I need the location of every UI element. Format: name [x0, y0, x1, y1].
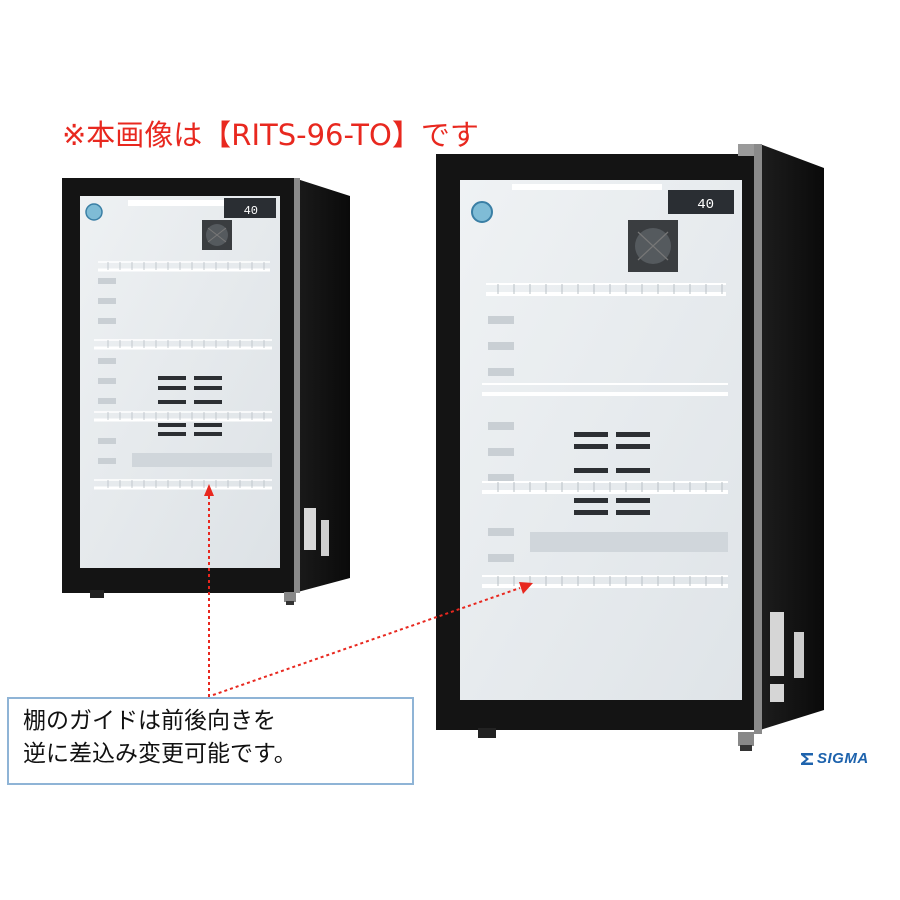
callout-line-2: 逆に差込み変更可能です。: [23, 741, 297, 767]
callout-line-1: 棚のガイドは前後向きを: [23, 708, 276, 734]
brand-name: SIGMA: [817, 750, 869, 767]
callout-box: 棚のガイドは前後向きを 逆に差込み変更可能です。: [7, 697, 414, 785]
temperature-display: 40: [697, 197, 714, 213]
sigma-logo: SIGMA: [800, 750, 869, 767]
shelf-group: [94, 261, 272, 490]
fridge-large-image: 40: [436, 144, 824, 751]
svg-text:40: 40: [697, 197, 714, 213]
svg-text:40: 40: [244, 204, 258, 218]
temperature-display: 40: [244, 204, 258, 218]
sigma-mark-icon: [801, 752, 813, 765]
caption-red: ※本画像は【RITS-96-TO】です: [62, 118, 479, 152]
fridge-small-image: 40: [62, 178, 350, 605]
